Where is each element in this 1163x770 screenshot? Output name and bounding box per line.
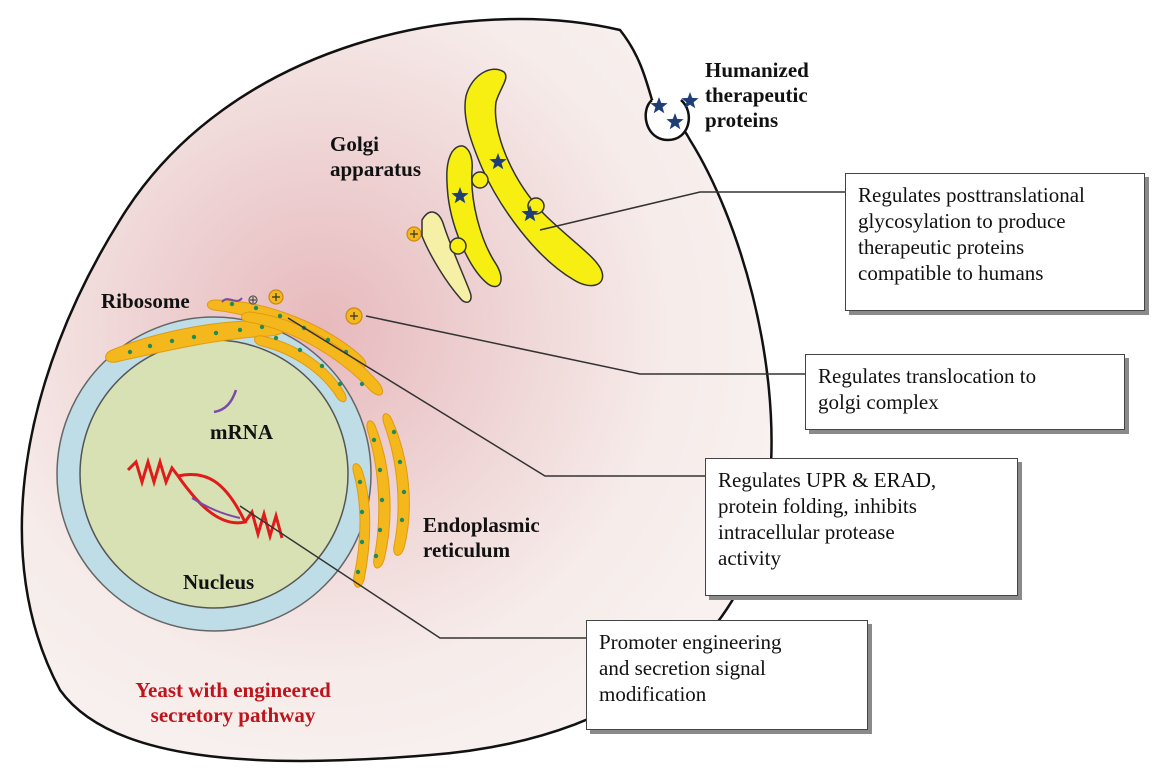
callout-translocation: Regulates translocation to golgi complex (805, 354, 1125, 430)
er-label: Endoplasmic reticulum (423, 513, 540, 562)
humanized-proteins-label: Humanized therapeutic proteins (705, 58, 809, 132)
vesicles (268, 226, 422, 325)
protein-star-icon (666, 113, 684, 130)
ribosome-dot (401, 489, 407, 495)
ribosome-dot (359, 539, 365, 545)
ribosome-dot (127, 349, 133, 355)
protein-star-icon (681, 92, 699, 109)
ribosome-dot (237, 327, 243, 333)
diagram-caption: Yeast with engineered secretory pathway (135, 678, 331, 727)
ribosome-dot (373, 553, 379, 559)
protein-star-icon (451, 187, 469, 204)
ribosome-dot (273, 335, 279, 341)
callout-upr-erad: Regulates UPR & ERAD, protein folding, i… (705, 458, 1018, 596)
mrna-strand (213, 389, 238, 414)
ribosome-dot (377, 467, 383, 473)
leader-lines (239, 191, 845, 639)
golgi-label: Golgi apparatus (330, 132, 422, 181)
ribosome-dot (259, 324, 265, 330)
ribosome-dot (391, 429, 397, 435)
ribosome-dot (377, 527, 383, 533)
ribosome-dot (359, 509, 365, 515)
nucleus-label: Nucleus (183, 570, 255, 594)
ribosome-dot (253, 305, 259, 311)
ribosome-label: Ribosome (101, 289, 190, 313)
ribosome-dot (147, 343, 153, 349)
golgi-protein-stars (451, 153, 539, 222)
ribosome-dot (229, 301, 235, 307)
mrna-label: mRNA (210, 420, 273, 444)
ribosome-dot (337, 381, 343, 387)
secreted-protein-stars (650, 92, 699, 130)
callout-promoter: Promoter engineering and secretion signa… (586, 620, 868, 730)
ribosome-dot (355, 569, 361, 575)
protein-star-icon (650, 97, 668, 114)
ribosome-dot (169, 338, 175, 344)
ribosome-dots (127, 301, 407, 575)
ribosome-dot (379, 497, 385, 503)
ribosome-dot (319, 363, 325, 369)
ribosome-dot (399, 517, 405, 523)
golgi-apparatus (421, 68, 604, 303)
ribosome-dot (359, 381, 365, 387)
ribosome-dot (277, 313, 283, 319)
protein-star-icon (521, 205, 539, 222)
ribosome-dot (357, 479, 363, 485)
dna-helix (126, 456, 284, 542)
protein-star-icon (489, 153, 507, 170)
callout-golgi-glycosylation: Regulates posttranslational glycosylatio… (845, 173, 1145, 311)
ribosome-dot (371, 437, 377, 443)
ribosome (221, 295, 258, 305)
ribosome-dot (213, 330, 219, 336)
nucleus (56, 316, 372, 632)
ribosome-dot (297, 347, 303, 353)
ribosome-dot (397, 459, 403, 465)
ribosome-dot (191, 334, 197, 340)
